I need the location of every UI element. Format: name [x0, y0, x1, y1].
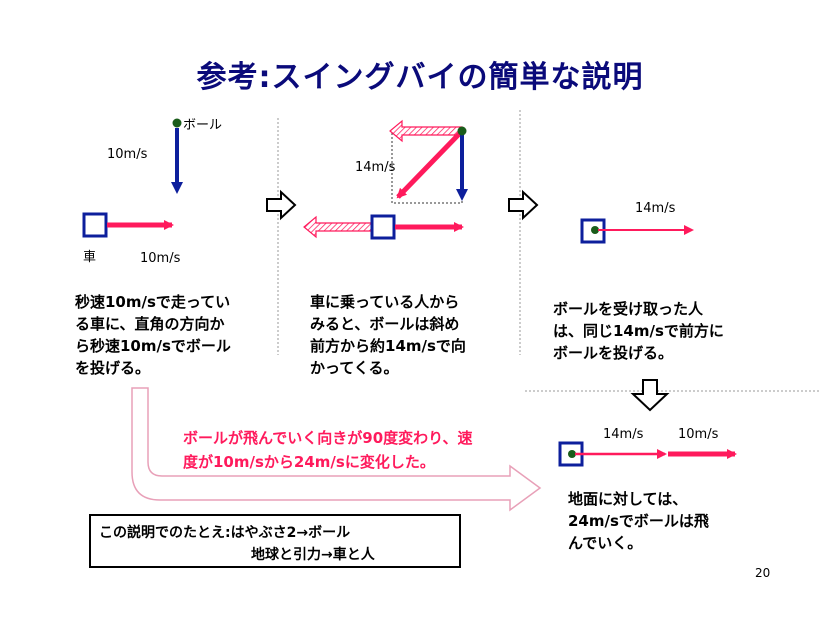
hatched-left-arrow-bottom	[303, 215, 373, 239]
car-box	[82, 212, 108, 238]
hatched-left-arrow-top	[389, 119, 463, 143]
summary-curved-arrow	[131, 387, 542, 512]
panel3-speed-label: 14m/s	[635, 201, 676, 216]
ball-dot	[172, 118, 182, 128]
page-number: 20	[755, 566, 771, 580]
diagonal-velocity-arrow	[396, 129, 464, 199]
ball-dot-4	[568, 450, 576, 458]
down-arrow	[630, 379, 670, 412]
panel4-speed-b-label: 10m/s	[678, 427, 719, 442]
analogy-line-2: 地球と引力→車と人	[251, 547, 375, 563]
analogy-line-1: この説明でのたとえ:はやぶさ2→ボール	[99, 525, 351, 541]
diagonal-speed-label: 14m/s	[355, 160, 396, 175]
panel4-description: 地面に対しては、 24m/sでボールは飛 んでいく。	[568, 490, 709, 552]
car-box-2	[370, 214, 396, 240]
next-arrow-1	[266, 189, 297, 221]
ball-dot-3	[591, 226, 599, 234]
car-speed-label: 10m/s	[140, 251, 181, 266]
panel3-description: ボールを受け取った人 は、同じ14m/sで前方に ボールを投げる。	[553, 300, 724, 362]
panel2-description: 車に乗っている人から みると、ボールは斜め 前方から約14m/sで向 かってくる…	[310, 293, 466, 377]
ball-label: ボール	[183, 118, 223, 133]
summary-text: ボールが飛んでいく向きが90度変わり、速 度が10m/sから24m/sに変化した…	[183, 429, 473, 471]
panel1-description: 秒速10m/sで走ってい る車に、直角の方向か ら秒速10m/sでボール を投げ…	[75, 293, 231, 377]
next-arrow-2	[508, 189, 539, 221]
panel4-speed-a-label: 14m/s	[603, 427, 644, 442]
page-title: 参考:スイングバイの簡単な説明	[196, 60, 644, 95]
analogy-note-box: この説明でのたとえ:はやぶさ2→ボール 地球と引力→車と人	[89, 514, 461, 568]
ball-dot-2	[457, 126, 467, 136]
ball-speed-label: 10m/s	[107, 147, 148, 162]
car-label: 車	[83, 250, 97, 265]
